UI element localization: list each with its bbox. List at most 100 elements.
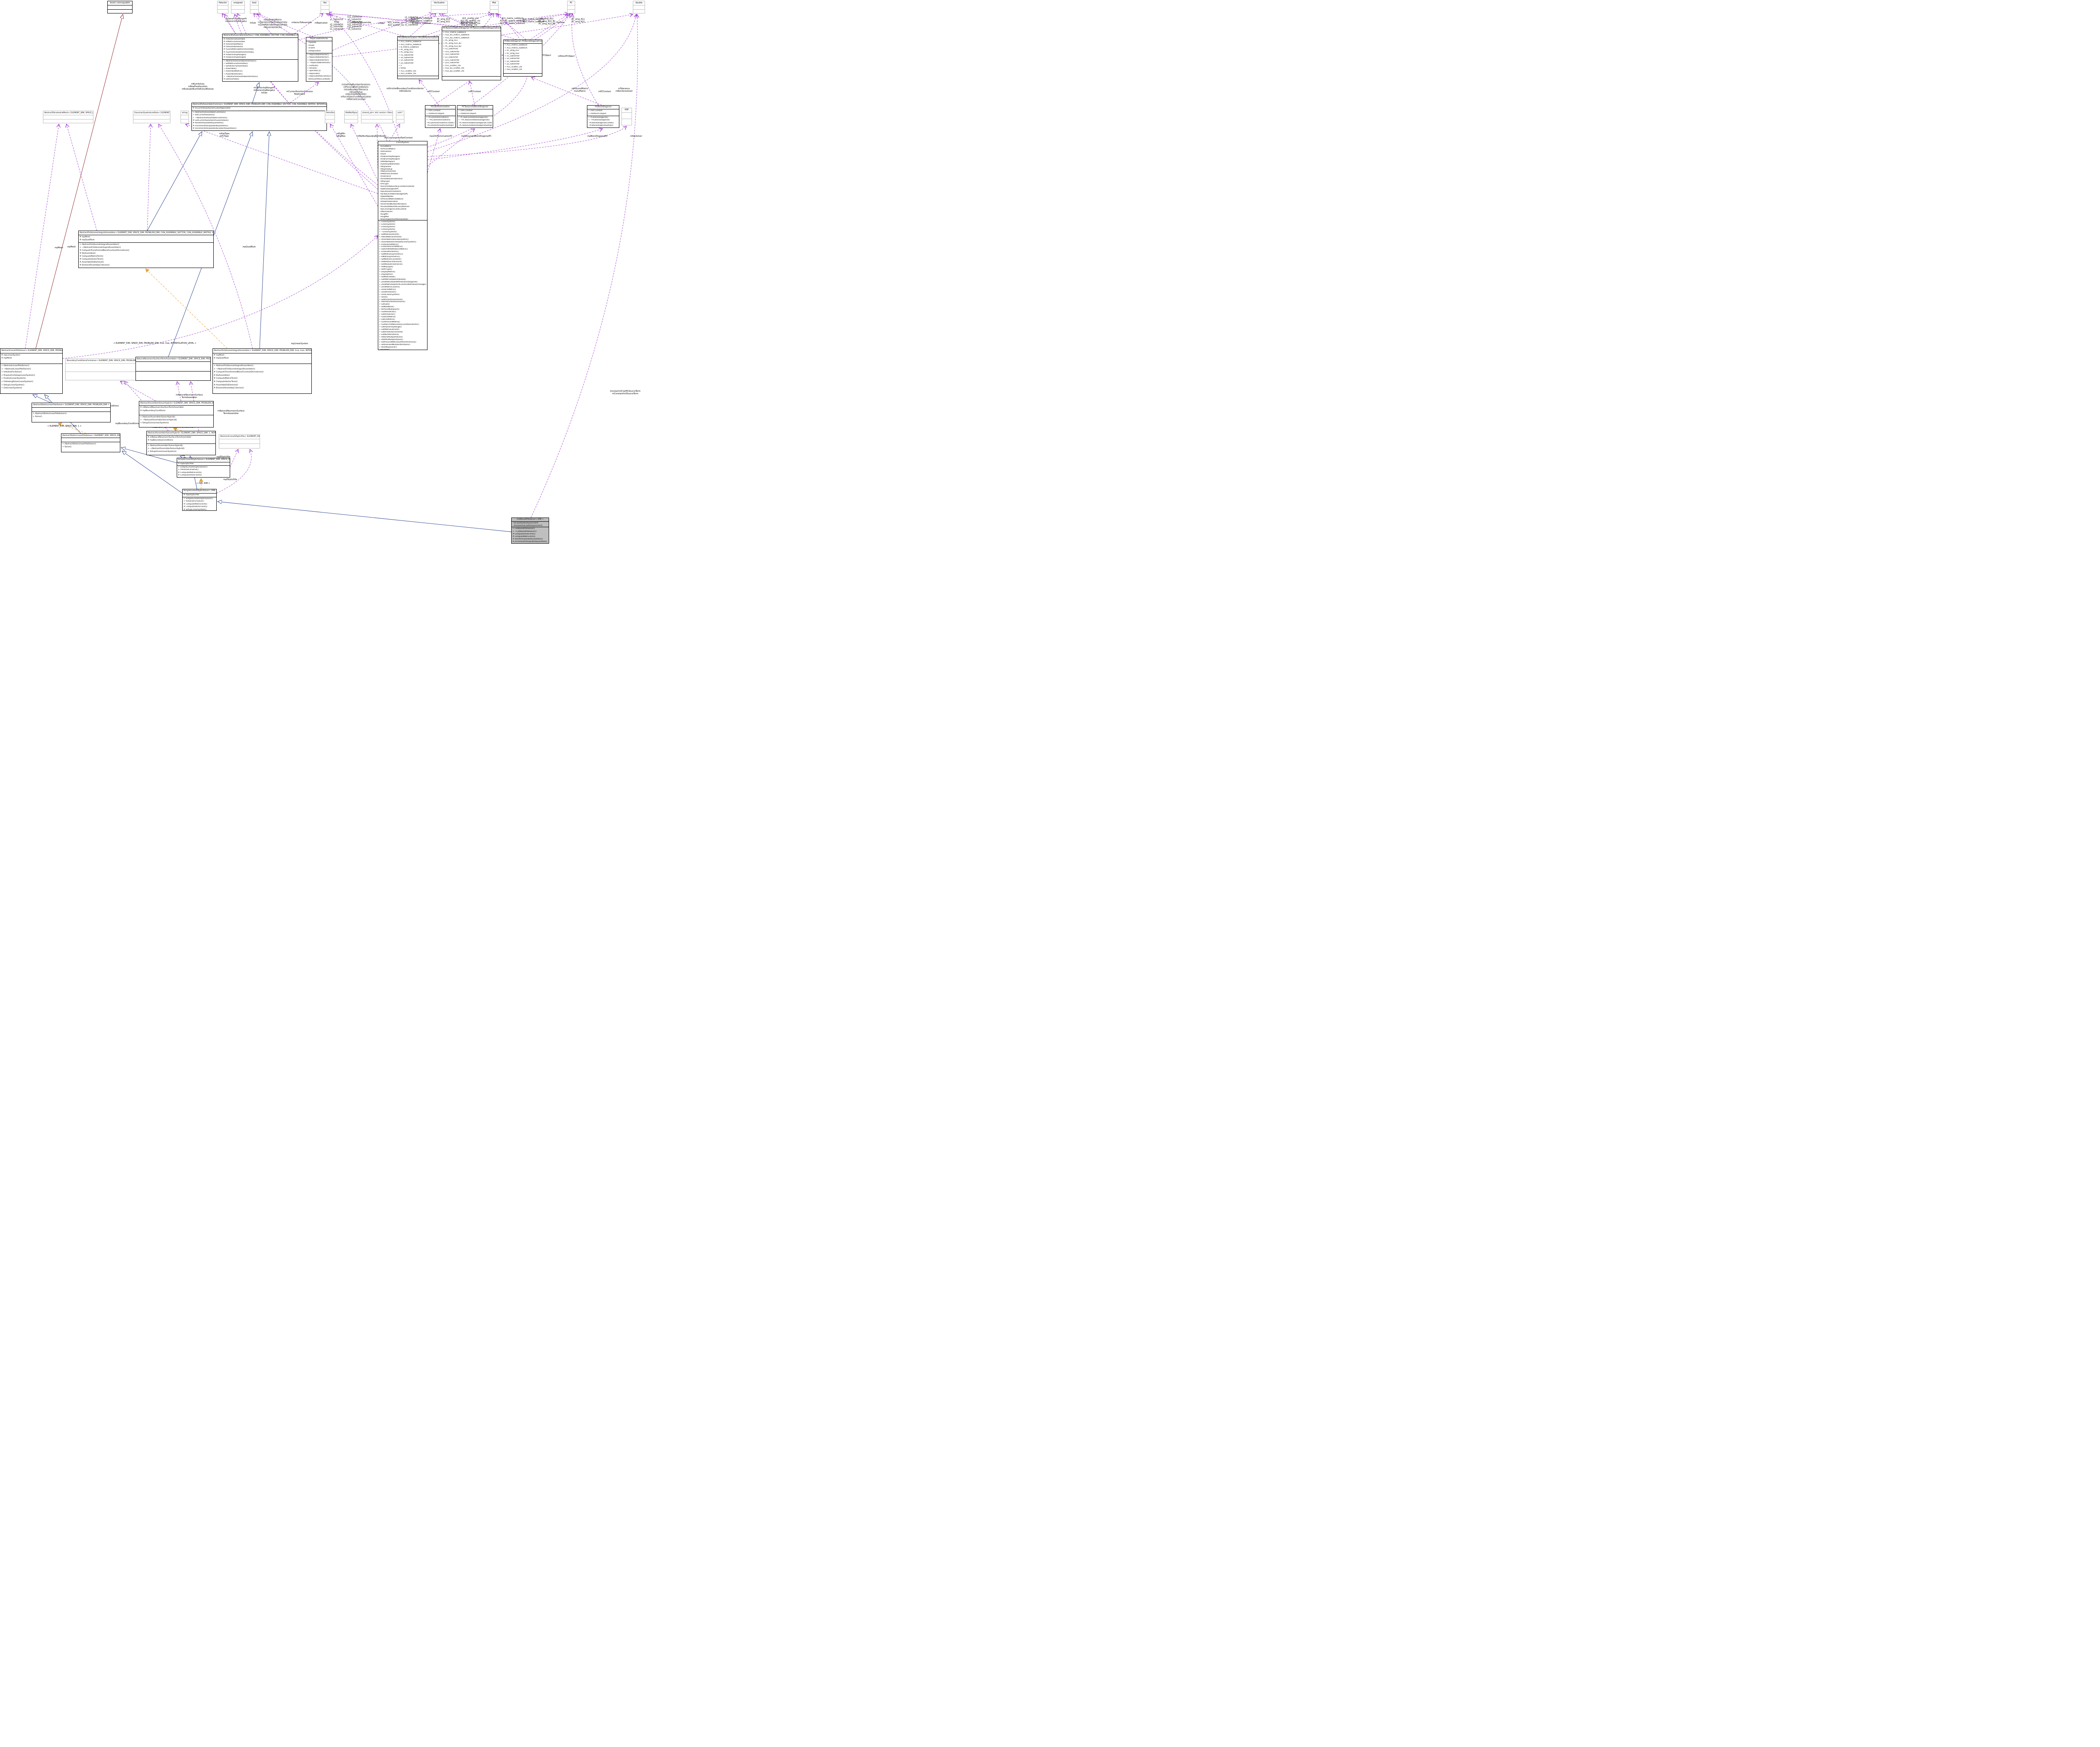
class-node-vec[interactable]: Vec <box>321 1 329 13</box>
class-node-shared-ptr-vector-petscint[interactable]: shared_ptr< std::vector< PetscInt > > <box>361 111 393 123</box>
class-member: # IncrementInterpolatedGradientQuantitie… <box>193 127 237 130</box>
class-member: # mpLinearSystem <box>1 354 21 356</box>
class-methods-section <box>219 443 260 448</box>
class-member: + ReplicatePetscVector() <box>307 75 331 78</box>
class-member: + PCBlockDiagonal() <box>588 116 608 119</box>
class-node-gaussian-quadrature-rule[interactable]: GaussianQuadratureRule< ELEMENT_DIM > * <box>133 111 170 123</box>
class-node-ksp[interactable]: KSP <box>621 108 632 125</box>
class-title: PetscInt <box>218 2 227 4</box>
class-node-replicatable-vector[interactable]: ReplicatableVector- mpData- mSize- mToAl… <box>306 37 332 82</box>
class-title: CellBasedPdeSolver< DIM > <box>517 518 544 520</box>
usage-edge <box>419 80 439 106</box>
class-member: + SetRhsVectorElement() <box>379 298 403 301</box>
usage-edge <box>427 129 603 160</box>
class-node-boost-noncopyable[interactable]: boost::noncopyable <box>107 1 133 13</box>
class-member: - mRowPreallocation <box>379 200 398 203</box>
class-methods-section <box>442 76 501 80</box>
class-node-unsigned[interactable]: unsigned <box>231 1 245 13</box>
class-node-abstract-tetrahedral-mesh[interactable]: AbstractTetrahedralMesh< ELEMENT_DIM, SP… <box>43 111 93 123</box>
class-member: + SetVectorToAssemble() <box>223 65 248 68</box>
class-node-pctwolevels-blockdiagonal[interactable]: PCTwoLevelsBlockDiagonal+ mPCContext+ mP… <box>457 105 493 128</box>
class-node-abstract-fe-volume-integral-assembler[interactable]: AbstractFeVolumeIntegralAssembler< ELEME… <box>78 231 214 268</box>
class-member: + ZeroMatrixRowsAndColumnsWithValueOnDia… <box>379 283 426 286</box>
class-methods-section: + AbstractStaticLinearPdeSolver()+ Solve… <box>61 441 120 452</box>
class-member: + AssembleVector() <box>223 73 243 75</box>
class-attrs-section <box>361 115 393 119</box>
edge-label: PC_amg_A11 PC_amg_A22_B1 PC_amg_A22_B2 <box>539 18 555 25</box>
class-node-abstract-static-linear-pde-solver[interactable]: AbstractStaticLinearPdeSolver< ELEMENT_D… <box>32 403 111 422</box>
class-node-matnullspace[interactable]: MatNullSpace <box>344 111 358 123</box>
class-title: MatNullSpace <box>345 112 358 114</box>
class-member: - mEigMax <box>379 215 389 218</box>
class-member: + ReplicatableVector() <box>307 59 329 61</box>
class-node-abstract-static-linear-pde-solver-1[interactable]: AbstractStaticLinearPdeSolver< ELEMENT_D… <box>61 433 120 452</box>
class-member: - mpData <box>307 42 316 44</box>
class-member: + PCLDUFactorisation() <box>426 116 449 119</box>
class-node-mat[interactable]: Mat <box>490 1 499 13</box>
inheritance-edge <box>122 451 183 494</box>
class-node-abstract-fe-assembler-common[interactable]: AbstractFeAssemblerCommon< ELEMENT_DIM, … <box>191 103 327 131</box>
class-node-vecscatter[interactable]: VecScatter <box>431 1 448 13</box>
class-node-petscreal[interactable]: PetscReal <box>325 111 335 123</box>
class-methods-section <box>325 119 335 123</box>
template-edge <box>146 269 228 349</box>
class-node-pctwolevels-context[interactable]: PCTwoLevelsBlockDiagonal::PCTwoLevelsBlo… <box>442 27 501 80</box>
class-member: + ZeroMatrixColumn() <box>379 286 400 288</box>
class-node-pcblockdiagonal[interactable]: PCBlockDiagonal+ mPCContext+ mPetscPCObj… <box>587 105 619 128</box>
class-node-bool[interactable]: bool <box>250 1 259 13</box>
usage-edge <box>330 124 378 207</box>
class-title: AbstractStaticLinearPdeSolver< ELEMENT_D… <box>62 435 120 437</box>
class-member: + y1_subvector <box>398 59 414 62</box>
class-node-abstract-fe-volume-integral-assembler-true[interactable]: AbstractFeVolumeIntegralAssembler< ELEME… <box>212 348 312 394</box>
class-node-simple-linear-elliptic-solver-dim[interactable]: SimpleLinearEllipticSolver< DIM, DIM ># … <box>182 489 217 511</box>
class-member: - mSize <box>379 153 386 155</box>
class-member: + SetNullBasis() <box>379 306 394 308</box>
class-member: + AddToRhsVectorElement() <box>379 301 405 303</box>
class-methods-section: + PCBlockDiagonal()+ ~PCBlockDiagonal()-… <box>587 115 619 127</box>
class-methods-section <box>568 9 575 13</box>
template-edge <box>58 423 87 434</box>
class-title: shared_ptr< std::vector< PetscInt > > <box>362 112 393 114</box>
usage-edge <box>427 129 475 167</box>
class-member: # ComputeMatrixTerm() <box>183 503 207 505</box>
class-attrs-section <box>633 5 645 9</box>
inheritance-edge <box>252 82 259 103</box>
class-attrs-section <box>66 363 146 372</box>
class-member: + A11_matrix_subblock <box>443 31 466 34</box>
class-member: + y2_subvector <box>398 62 414 64</box>
class-member: - mDirichletBoundaryConditionsVector <box>379 186 415 188</box>
class-node-abstract-linear-elliptic-pde[interactable]: AbstractLinearEllipticPde< ELEMENT_DIM, … <box>219 434 260 449</box>
class-node-void-ptr[interactable]: void * <box>396 111 404 123</box>
class-node-abstract-fe-assembler-interface[interactable]: AbstractFeAssemblerInterface< CAN_ASSEMB… <box>222 34 298 82</box>
class-node-cell-based-pde-solver[interactable]: CellBasedPdeSolver< DIM >- mConstantInUS… <box>511 518 549 544</box>
class-node-simple-linear-elliptic-solver[interactable]: SimpleLinearEllipticSolver< ELEMENT_DIM,… <box>177 458 230 478</box>
class-member: + z <box>398 64 402 67</box>
class-node-linear-system[interactable]: LinearSystem- mLhsMatrix- mPrecondMatrix… <box>378 141 427 350</box>
class-member: + PrepareForSetupLinearSystem() <box>1 374 35 377</box>
class-node-abstract-assembler-solver-hybrid[interactable]: AbstractAssemblerSolverHybrid< ELEMENT_D… <box>139 401 214 427</box>
class-attrs-section <box>325 115 335 119</box>
class-node-pcldu-context[interactable]: PCLDUFactorisation::PCLDUFactorisationCo… <box>397 36 439 79</box>
class-node-natural-neumann-surface-term-assembler[interactable]: NaturalNeumannSurfaceTermAssembler< ELEM… <box>135 357 211 381</box>
class-member: + FinaliseRhsVector() <box>379 251 399 253</box>
class-node-pcldu-factorisation[interactable]: PCLDUFactorisation+ mPCContext+ mPetscPC… <box>425 105 456 128</box>
class-node-boundary-conditions-container[interactable]: BoundaryConditionsContainer< ELEMENT_DIM… <box>65 358 146 380</box>
class-node-abstract-linear-pde-solver[interactable]: AbstractLinearPdeSolver< ELEMENT_DIM, SP… <box>0 348 63 394</box>
class-member: + A22_matrix_subblock <box>398 43 422 46</box>
edge-label: mpConvergenceTestContext <box>384 137 413 140</box>
class-node-pc[interactable]: PC <box>567 1 575 13</box>
class-member: + rGetRhsVector() <box>379 311 396 313</box>
class-node-abstract-assembler-solver-hybrid-normal[interactable]: AbstractAssemblerSolverHybrid< ELEMENT_D… <box>146 431 216 455</box>
class-attrs-section <box>32 407 110 412</box>
class-member: + ~CellBasedPdeSolver() <box>512 530 537 533</box>
class-member: + ~LinearSystem() <box>379 231 397 233</box>
class-attrs-section: + A11_matrix_subblock+ A22_matrix_subblo… <box>504 43 542 73</box>
class-node-petscint[interactable]: PetscInt <box>217 1 228 13</box>
class-member: # ComputeVectorTerm() <box>214 380 238 383</box>
class-node-pcblockdiag-context[interactable]: PCBlockDiagonal::PCBlockDiagonalContext+… <box>503 40 542 77</box>
class-member: + ~AbstractFeVolumeIntegralAssembler() <box>214 368 255 370</box>
edge-label: mPCContext <box>427 91 440 93</box>
class-node-string[interactable]: string <box>181 111 189 123</box>
class-node-double[interactable]: double <box>633 1 645 13</box>
class-member: - RemovePetscContext() <box>307 78 331 80</box>
